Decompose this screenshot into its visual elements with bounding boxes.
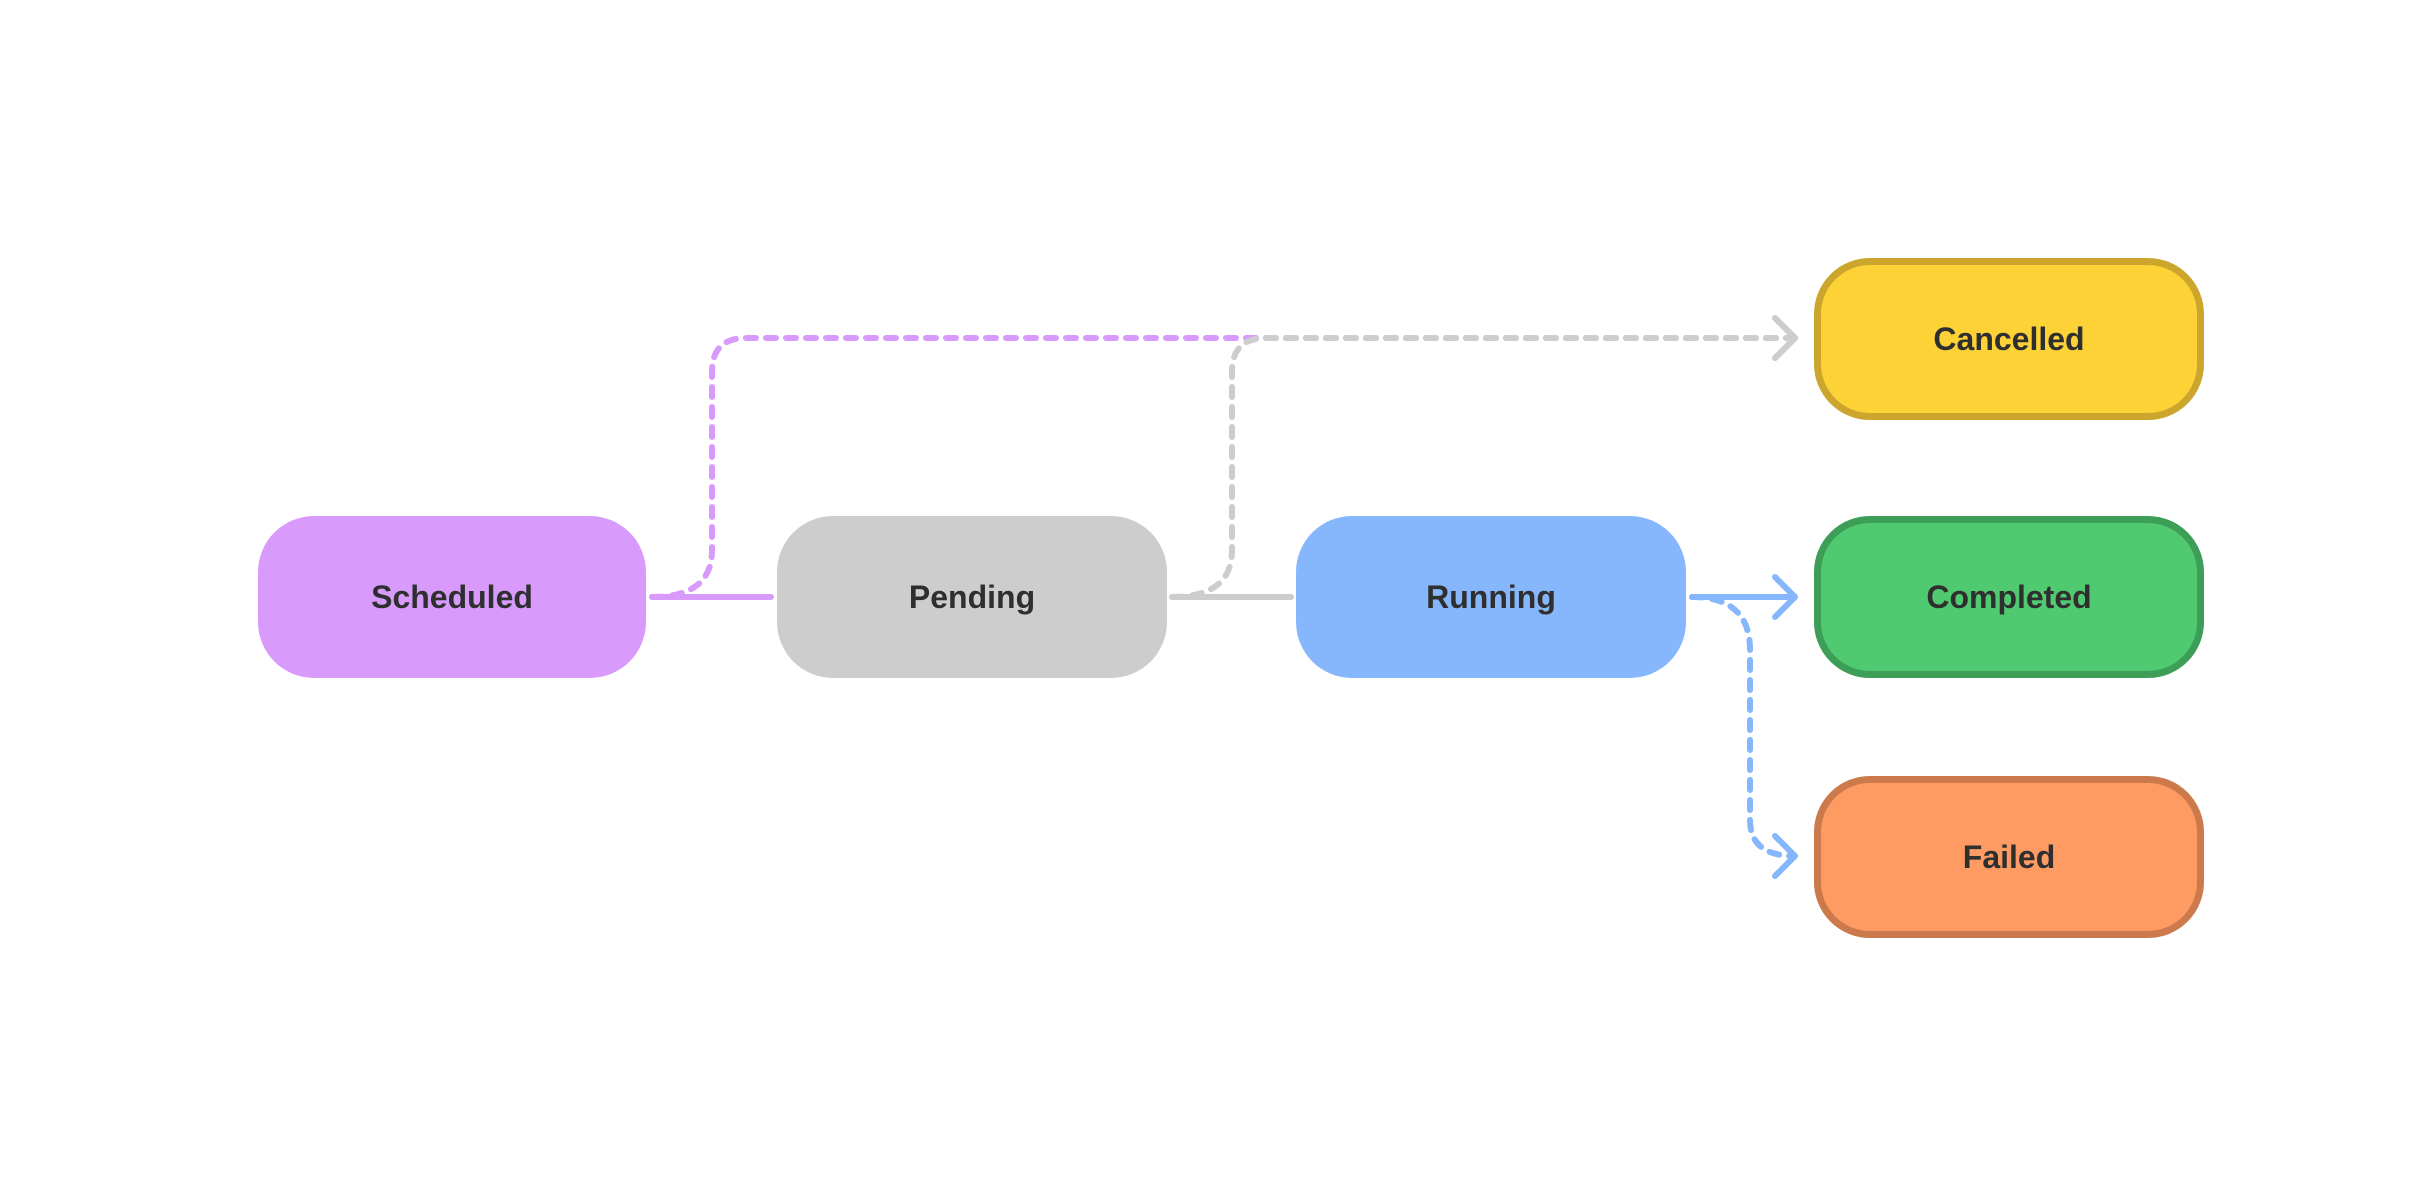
- state-node-running[interactable]: Running: [1296, 516, 1686, 678]
- state-node-failed[interactable]: Failed: [1814, 776, 2204, 938]
- edge-pending-to-cancelled: [1169, 335, 1798, 600]
- arrowhead-pending-to-cancelled: [1772, 315, 1798, 361]
- arrowhead-running-to-failed: [1772, 833, 1798, 879]
- state-node-cancelled[interactable]: Cancelled: [1814, 258, 2204, 420]
- state-node-completed[interactable]: Completed: [1814, 516, 2204, 678]
- state-node-scheduled[interactable]: Scheduled: [258, 516, 646, 678]
- state-label-completed: Completed: [1926, 578, 2092, 615]
- state-label-running: Running: [1426, 578, 1556, 615]
- state-label-scheduled: Scheduled: [371, 578, 533, 615]
- edge-running-to-failed: [1689, 594, 1798, 859]
- state-node-pending[interactable]: Pending: [777, 516, 1167, 678]
- state-label-pending: Pending: [908, 578, 1036, 615]
- state-label-cancelled: Cancelled: [1933, 320, 2085, 357]
- arrowhead-running-to-completed: [1772, 574, 1798, 620]
- state-label-failed: Failed: [1962, 838, 2056, 875]
- edge-scheduled-to-cancelled: [649, 335, 1798, 600]
